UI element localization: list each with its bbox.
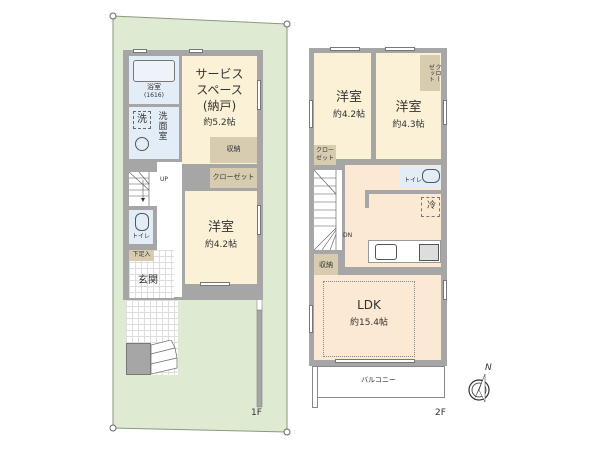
service-label-2: スペース	[196, 83, 243, 97]
western-room-1f-label: 洋室	[207, 220, 234, 235]
closet-2f-small: クロー ゼット	[314, 145, 336, 165]
compass-north-label: N	[485, 363, 492, 373]
western-room-1f: 洋室 約4.2帖	[185, 191, 257, 284]
window	[257, 80, 261, 110]
window	[443, 280, 447, 300]
storage-1f-label: 収納	[226, 145, 241, 153]
toilet-1f-label: トイレ	[131, 233, 150, 240]
closet-2f-top: クロー ゼット	[420, 55, 441, 91]
service-label-1: サービス	[195, 67, 244, 81]
closet-1f-label: クローゼット	[212, 173, 255, 181]
window	[335, 359, 415, 363]
stairs-icon	[128, 171, 150, 206]
storage-2f: 収納	[314, 254, 338, 278]
stairs-down-label: DN	[343, 232, 353, 239]
western-room-2f-2-area: 約4.3帖	[392, 120, 425, 130]
porch-block	[126, 343, 151, 375]
kitchen-counter	[368, 240, 441, 263]
ldk: LDK 約15.4帖	[314, 275, 441, 360]
toilet-2f-label: トイレ	[404, 177, 423, 184]
window	[309, 305, 313, 333]
stairs-up-label: UP	[160, 176, 169, 183]
north-compass: N	[465, 363, 505, 408]
window	[309, 100, 313, 128]
service-area: 約5.2帖	[203, 118, 236, 128]
window	[443, 100, 447, 125]
sink-icon	[135, 137, 149, 151]
storage-2f-label: 収納	[319, 261, 333, 269]
wall	[365, 190, 369, 208]
ldk-label: LDK	[357, 298, 381, 312]
western-room-2f-1-area: 約4.2帖	[332, 110, 366, 120]
window	[257, 205, 261, 235]
toilet-icon	[135, 213, 149, 231]
entrance: 下足入 玄関	[129, 250, 174, 298]
window	[200, 282, 230, 286]
washroom-label: 洗 面 室	[158, 112, 168, 142]
window	[189, 49, 203, 53]
window	[330, 47, 360, 51]
closet-1f: クローゼット	[210, 168, 257, 188]
closet-2f-top-label: クロー ゼット	[427, 64, 441, 82]
wall	[365, 190, 445, 194]
ldk-area: 約15.4帖	[349, 318, 389, 328]
stove-icon	[419, 244, 439, 261]
shoe-storage-label: 下足入	[132, 251, 151, 258]
washroom: 洗 洗 面 室	[129, 107, 179, 159]
bath-size: (1616)	[144, 92, 164, 99]
window	[133, 49, 147, 53]
closet-2f-small-label-1: クロー	[315, 147, 334, 154]
stairs-icon	[313, 169, 337, 251]
western-room-1f-area: 約4.2帖	[204, 240, 238, 250]
fridge-space: 冷	[421, 197, 440, 217]
service-label-3: (納戸)	[202, 99, 237, 113]
entrance-label: 玄関	[138, 275, 158, 286]
floor-2f-label: 2F	[435, 408, 446, 418]
western-room-2f-2-label: 洋室	[395, 100, 422, 115]
storage-1f: 収納	[210, 137, 257, 163]
western-room-2f-1: 洋室 約4.2帖	[314, 53, 371, 159]
western-room-2f-1-label: 洋室	[335, 90, 362, 105]
sink-icon	[375, 244, 397, 260]
porch-steps-icon	[151, 340, 178, 375]
washer-label: 洗	[137, 114, 147, 125]
bathtub-icon	[133, 60, 175, 82]
bathroom: 浴室 (1616)	[129, 56, 179, 104]
bath-label: 浴室	[147, 83, 161, 91]
ldk-rug-area	[323, 281, 415, 357]
toilet-2f: トイレ	[400, 166, 441, 188]
stairs-1f	[128, 171, 157, 206]
balcony-post	[312, 366, 318, 408]
washer-space: 洗	[133, 111, 151, 129]
window	[385, 47, 415, 51]
floor-1f-label: 1F	[251, 408, 262, 418]
toilet-icon	[422, 169, 440, 183]
shoe-storage: 下足入	[129, 250, 154, 261]
toilet-1f: トイレ	[129, 210, 153, 244]
stairs-2f	[313, 169, 342, 251]
fridge-label: 冷	[426, 201, 436, 211]
closet-2f-small-label-2: ゼット	[315, 155, 334, 162]
compass-icon	[468, 373, 490, 403]
balcony-label: バルコニー	[361, 376, 396, 384]
balcony: バルコニー	[312, 366, 445, 398]
